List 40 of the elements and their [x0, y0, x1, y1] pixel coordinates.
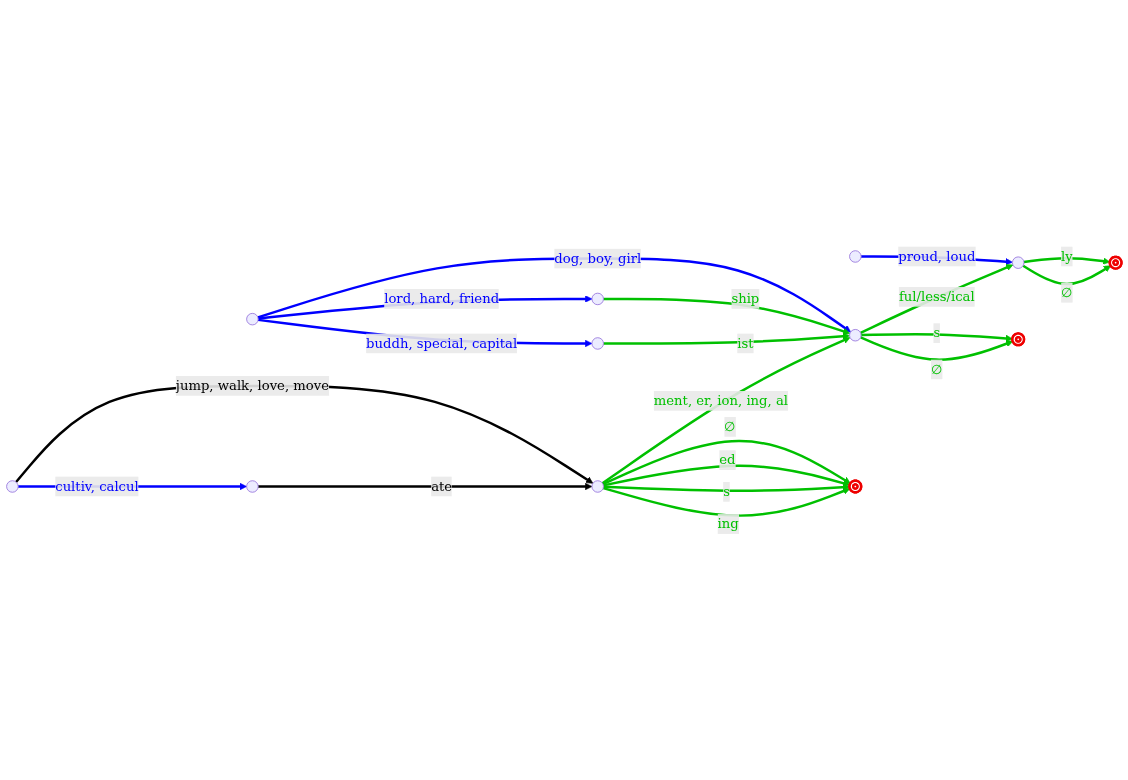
- edge-label: ∅: [1061, 284, 1073, 300]
- edge-label: ist: [737, 334, 754, 351]
- arrow: [258, 482, 593, 490]
- arrow: [860, 336, 1014, 361]
- edge-label: ∅: [724, 418, 736, 435]
- node-circle: [246, 312, 259, 326]
- edge-label: s: [933, 324, 941, 341]
- arrow: [861, 332, 1013, 342]
- arrow: [603, 483, 850, 492]
- edge-label: ship: [731, 290, 760, 307]
- edge-label: ing: [717, 515, 739, 532]
- edge-label: ful/less/ical: [898, 288, 975, 305]
- edge-label: proud, loud: [898, 247, 976, 264]
- arrow: [601, 336, 851, 484]
- arrow: [602, 439, 851, 485]
- node-circle: [246, 480, 259, 493]
- arrow: [603, 297, 851, 335]
- edge-label: dog, boy, girl: [554, 250, 642, 266]
- arrow: [860, 263, 1014, 334]
- edge-label: ate: [431, 478, 453, 494]
- node-circle: [591, 480, 604, 493]
- edge-label: ly: [1061, 247, 1073, 264]
- edge-label: lord, hard, friend: [384, 290, 500, 307]
- edge-label: s: [723, 483, 730, 500]
- node-circle: [591, 337, 604, 350]
- edge-label: cultiv, calcul: [55, 478, 139, 494]
- arrow: [1023, 256, 1111, 265]
- arrow: [603, 332, 850, 345]
- node-circle: [849, 250, 862, 263]
- node-circle: [849, 328, 862, 342]
- node-circle: [591, 292, 604, 305]
- edge-label: ∅: [930, 360, 943, 377]
- node-circle: [6, 480, 19, 493]
- edge-label: buddh, special, capital: [366, 334, 518, 351]
- arrow: [603, 464, 851, 487]
- node-circle: [1012, 256, 1025, 269]
- arrow: [602, 486, 851, 517]
- edge-label: ment, er, ion, ing, al: [653, 392, 789, 409]
- edge-label: ed: [719, 451, 736, 468]
- arrow: [1022, 264, 1112, 285]
